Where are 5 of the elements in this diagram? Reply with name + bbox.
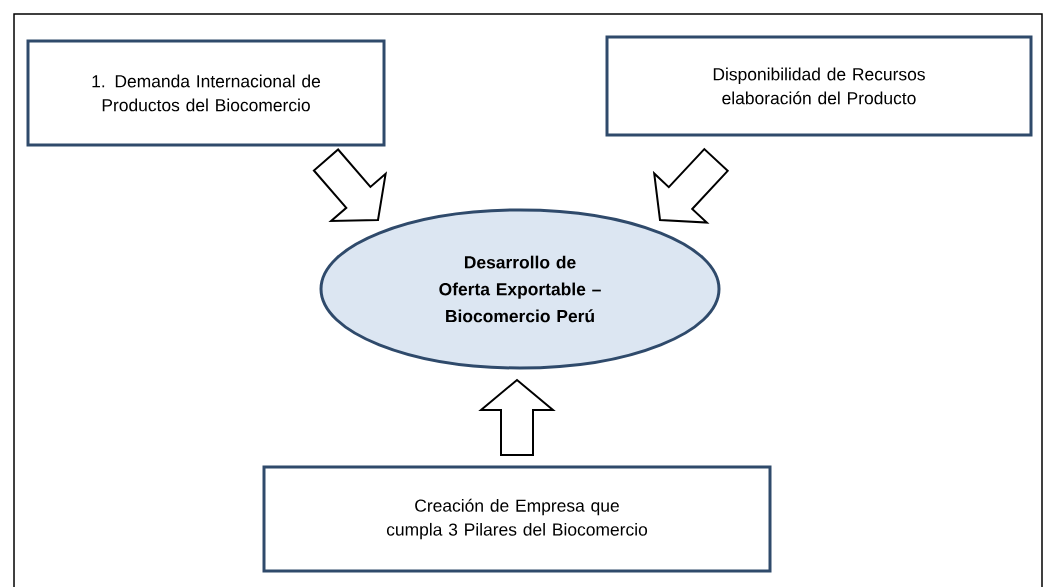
block-arrow (312, 148, 388, 222)
block-arrow (478, 378, 556, 456)
text-box: Disponibilidad de Recursos elaboración del Producto (605, 35, 1033, 137)
text-box: Creación de Empresa que cumpla 3 Pilares del Biocomercio (262, 465, 772, 573)
text-box: 1. Demanda Internacional de Productos del Biocomercio (26, 39, 386, 147)
